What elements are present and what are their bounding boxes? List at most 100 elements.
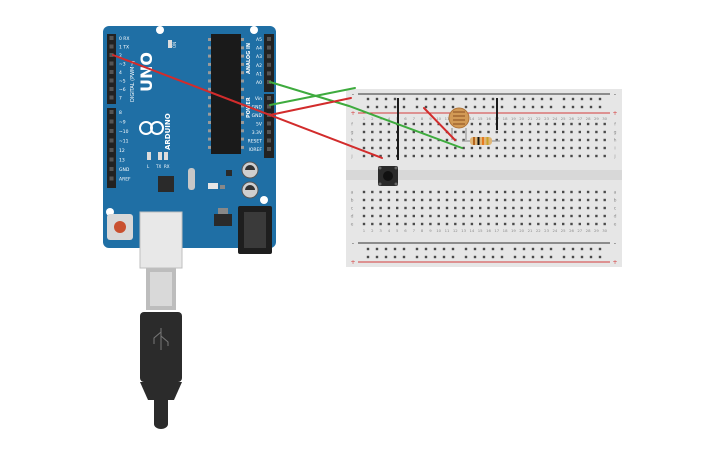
analog-pin-label: A1 (256, 71, 262, 77)
breadboard-row-label: c (614, 207, 617, 212)
breadboard-row-label: e (614, 223, 617, 228)
digital-pin-socket[interactable] (109, 95, 114, 100)
analog-pin-socket[interactable] (267, 54, 271, 59)
digital-pin-socket[interactable] (109, 129, 114, 133)
wire-gnd-to-rail[interactable] (269, 87, 356, 106)
analog-pin-socket[interactable] (267, 45, 271, 50)
on-led-label: ON (172, 42, 177, 48)
breadboard-column-label: 26 (569, 228, 574, 233)
analog-pin-label: A5 (256, 37, 262, 43)
wire-5v-to-rail[interactable] (269, 97, 352, 116)
breadboard-column-label: 20 (519, 116, 524, 121)
power-pin-socket[interactable] (267, 121, 271, 126)
breadboard-column-label: 14 (469, 116, 474, 121)
digital-pin-socket[interactable] (109, 87, 114, 91)
power-pin-label: GND (252, 113, 263, 119)
digital-pin-label: 4 (119, 70, 122, 76)
arduino-logo (139, 121, 164, 135)
power-jack[interactable] (238, 206, 272, 254)
reset-button[interactable] (107, 214, 133, 240)
breadboard-row-label: f (614, 122, 616, 128)
tx-led-label: TX (155, 164, 161, 169)
digital-pin-label: 12 (119, 148, 125, 154)
breadboard-row-label: d (351, 214, 354, 220)
power-pin-socket[interactable] (267, 104, 271, 109)
breadboard-column-label: 10 (436, 228, 441, 233)
power-pin-label: Vin (255, 96, 262, 102)
breadboard-row-label: h (614, 138, 617, 144)
power-pin-label: GND (252, 105, 263, 111)
breadboard-column-label: 28 (586, 116, 591, 121)
analog-pin-socket[interactable] (267, 71, 271, 76)
breadboard-column-label: 24 (552, 228, 557, 233)
breadboard-column-label: 2 (371, 116, 374, 121)
power-pin-socket[interactable] (267, 138, 271, 143)
wire-ldr-jumper[interactable] (423, 107, 456, 141)
digital-pin-socket[interactable] (109, 70, 114, 74)
breadboard-column-label: 18 (503, 116, 508, 121)
ldr-icon[interactable] (448, 107, 470, 140)
pushbutton-icon[interactable] (378, 166, 398, 186)
usb-port[interactable] (139, 211, 183, 269)
resistor-band (473, 137, 475, 145)
analog-pin-socket[interactable] (267, 62, 271, 67)
breadboard-column-label: 11 (445, 228, 450, 233)
breadboard-column-label: 6 (404, 116, 407, 121)
analog-pin-label: A0 (256, 80, 262, 86)
power-pin-socket[interactable] (267, 147, 271, 151)
power-pin-label: 3.3V (252, 130, 263, 136)
fuse (208, 183, 218, 189)
breadboard-column-label: 2 (371, 228, 374, 233)
wire-digital2-to-button[interactable] (112, 54, 383, 159)
breadboard-column-label: 7 (413, 228, 416, 233)
resistor-band (477, 137, 480, 145)
breadboard-column-label: 13 (461, 228, 466, 233)
resistor-icon[interactable] (462, 137, 500, 145)
digital-pin-socket[interactable] (109, 138, 114, 143)
usb-chip (158, 176, 174, 192)
regulator (214, 214, 232, 226)
rail-polarity-label: - (352, 240, 354, 247)
breadboard-column-label: 26 (569, 116, 574, 121)
breadboard-column-label: 25 (561, 228, 566, 233)
digital-pin-socket[interactable] (109, 176, 114, 181)
usb-cable-icon (140, 268, 182, 429)
rail-polarity-label: + (350, 259, 355, 266)
digital-pin-socket[interactable] (109, 53, 114, 57)
digital-pin-socket[interactable] (109, 110, 114, 114)
breadboard-row-label: j (350, 154, 352, 160)
power-pin-label: IOREF (249, 147, 263, 153)
breadboard-column-label: 19 (511, 228, 516, 233)
breadboard-column-label: 19 (511, 116, 516, 121)
crystal (188, 168, 195, 190)
digital-pin-label: ~10 (119, 129, 129, 135)
power-pin-socket[interactable] (267, 130, 271, 134)
breadboard-column-label: 1 (363, 228, 366, 233)
digital-pin-socket[interactable] (109, 119, 114, 124)
digital-pin-socket[interactable] (109, 157, 114, 162)
breadboard-row-label: f (351, 122, 353, 128)
analog-pin-socket[interactable] (267, 37, 271, 41)
rail-polarity-label: + (612, 259, 617, 266)
digital-pin-label: ~9 (119, 120, 126, 126)
breadboard-row-label: h (351, 138, 354, 144)
breadboard-holes[interactable] (362, 97, 606, 259)
digital-pin-socket[interactable] (109, 148, 114, 152)
breadboard-column-label: 27 (577, 116, 582, 121)
breadboard-column-label: 16 (486, 228, 491, 233)
wires[interactable] (112, 54, 463, 159)
breadboard-column-label: 5 (396, 228, 399, 233)
digital-pin-socket[interactable] (109, 36, 114, 40)
digital-pin-socket[interactable] (109, 44, 114, 49)
power-pin-label: 5V (256, 122, 263, 128)
breadboard-column-label: 30 (602, 116, 607, 121)
breadboard-column-label: 23 (544, 116, 549, 121)
power-pin-socket[interactable] (267, 96, 271, 100)
breadboard-row-label: b (614, 198, 617, 204)
digital-pin-socket[interactable] (109, 61, 114, 66)
digital-pin-socket[interactable] (109, 167, 114, 171)
wire-a0-to-resistor[interactable] (269, 81, 463, 149)
digital-pin-socket[interactable] (109, 78, 114, 83)
breadboard-row-label: d (614, 214, 617, 220)
